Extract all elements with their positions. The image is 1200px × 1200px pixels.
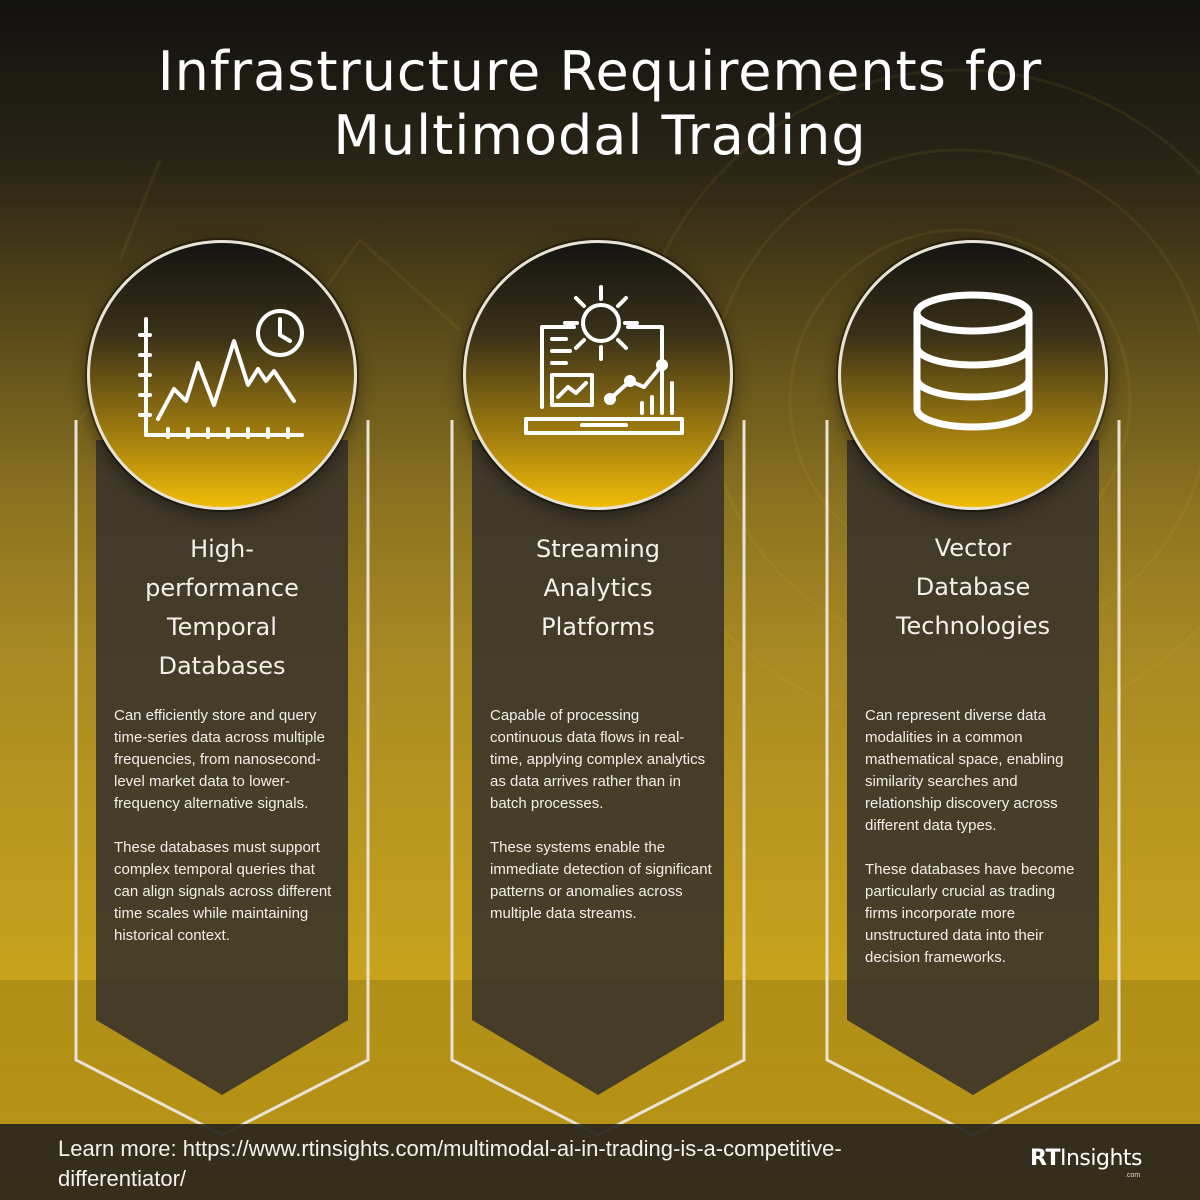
column-temporal-databases: High- performance Temporal Databases Can… [72,240,372,1140]
icon-circle [87,240,357,510]
icon-circle [838,240,1108,510]
database-icon [913,291,1033,431]
column-vector-databases: Vector Database Technologies Can represe… [823,240,1123,1140]
body-paragraph: These systems enable the immediate detec… [490,839,712,922]
title-line: Databases [158,652,286,680]
column-body: Capable of processing continuous data fl… [490,705,712,925]
title-line: Vector [934,534,1012,562]
title-line: Database [915,573,1031,601]
title-line: Technologies [895,612,1051,640]
title-line: Platforms [541,613,655,641]
column-streaming-analytics: Streaming Analytics Platforms Capable of… [448,240,748,1140]
column-title: Streaming Analytics Platforms [488,530,708,647]
body-paragraph: Can efficiently store and query time-ser… [114,707,325,812]
learn-more-link[interactable]: Learn more: https://www.rtinsights.com/m… [58,1136,842,1191]
line-chart-clock-icon [138,309,304,439]
title-line: performance [145,574,299,602]
title-line: Streaming [536,535,660,563]
column-title: Vector Database Technologies [863,529,1083,646]
body-paragraph: These databases have become particularly… [865,861,1075,966]
laptop-gear-analytics-icon [524,285,684,435]
column-title: High- performance Temporal Databases [112,530,332,686]
rtinsights-logo: RTInsights .com [1030,1146,1160,1192]
icon-circle [463,240,733,510]
logo-sub: .com [1125,1172,1141,1179]
title-line-2: Multimodal Trading [333,104,867,167]
column-body: Can represent diverse data modalities in… [865,705,1087,969]
title-line: Analytics [543,574,653,602]
page-title: Infrastructure Requirements for Multimod… [0,40,1200,168]
title-line-1: Infrastructure Requirements for [157,40,1043,103]
body-paragraph: These databases must support complex tem… [114,839,332,944]
body-paragraph: Capable of processing continuous data fl… [490,707,706,812]
title-line: Temporal [167,613,277,641]
footer-bar: Learn more: https://www.rtinsights.com/m… [0,1124,1200,1200]
column-body: Can efficiently store and query time-ser… [114,705,336,947]
title-line: High- [190,535,254,563]
logo-bold: RT [1030,1146,1060,1171]
logo-rest: Insights [1059,1146,1143,1171]
body-paragraph: Can represent diverse data modalities in… [865,707,1064,834]
